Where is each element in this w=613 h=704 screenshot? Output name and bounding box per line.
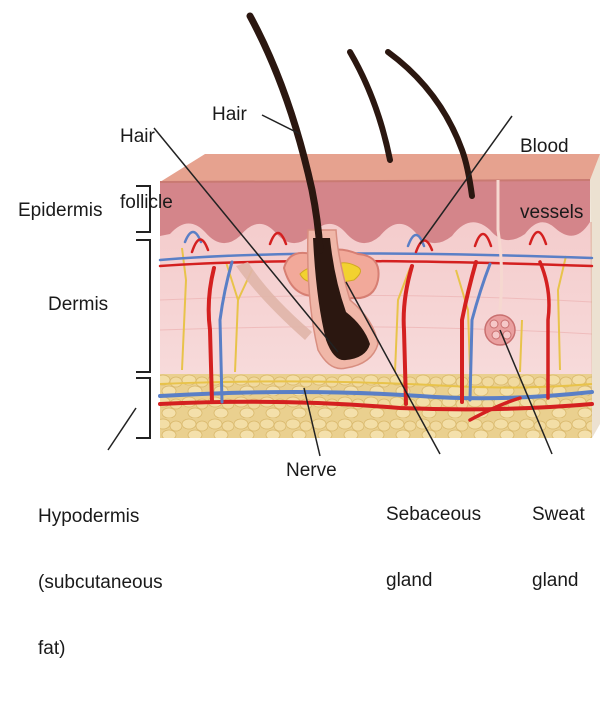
label-hair-follicle-line1: Hair xyxy=(120,126,173,148)
label-hypodermis-line1: Hypodermis xyxy=(38,506,163,528)
label-blood-vessels: Blood vessels xyxy=(520,92,583,268)
label-hypodermis-line2: (subcutaneous xyxy=(38,572,163,594)
label-hair-follicle: Hair follicle xyxy=(120,82,173,258)
label-sweat-gland: Sweat gland xyxy=(532,460,585,636)
label-hair: Hair xyxy=(212,104,247,126)
label-epidermis: Epidermis xyxy=(18,200,102,222)
label-blood-vessels-line2: vessels xyxy=(520,202,583,224)
label-sweat-gland-line2: gland xyxy=(532,570,585,592)
label-hypodermis: Hypodermis (subcutaneous fat) xyxy=(38,462,163,704)
label-nerve: Nerve xyxy=(286,460,337,482)
skin-diagram: Hair follicle Hair Blood vessels Epiderm… xyxy=(0,0,613,537)
label-blood-vessels-line1: Blood xyxy=(520,136,583,158)
label-sebaceous-gland: Sebaceous gland xyxy=(386,460,481,636)
skin-cross-section-illustration xyxy=(0,0,613,537)
label-hypodermis-line3: fat) xyxy=(38,638,163,660)
hypodermis-layer xyxy=(160,370,592,438)
label-hair-follicle-line2: follicle xyxy=(120,192,173,214)
label-dermis: Dermis xyxy=(48,294,108,316)
label-sebaceous-line2: gland xyxy=(386,570,481,592)
label-sebaceous-line1: Sebaceous xyxy=(386,504,481,526)
label-sweat-gland-line1: Sweat xyxy=(532,504,585,526)
